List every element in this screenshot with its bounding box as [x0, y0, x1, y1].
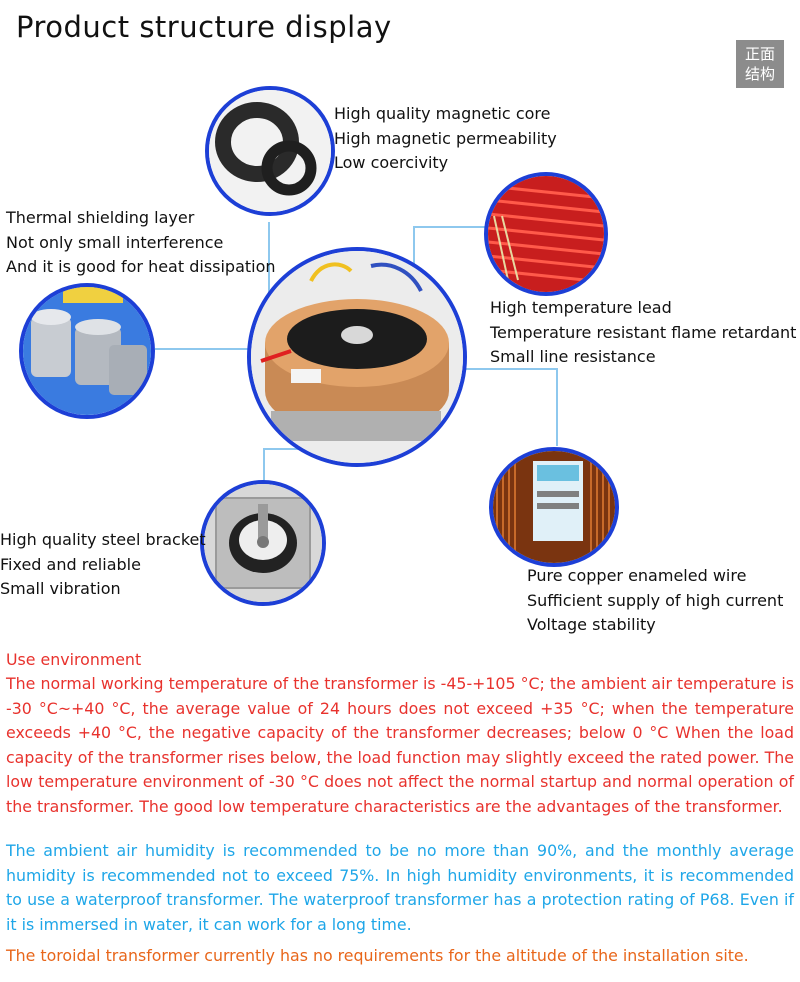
label-magnetic-core: High quality magnetic core High magnetic… [334, 104, 557, 172]
altitude-paragraph: The toroidal transformer currently has n… [6, 946, 749, 965]
connector-wire-h [432, 368, 557, 370]
label-high-temperature-lead: High temperature lead Temperature resist… [490, 298, 797, 366]
copper-wire-image [489, 447, 619, 567]
label-steel-bracket: High quality steel bracket Fixed and rel… [0, 530, 206, 598]
connector-lead-v [413, 226, 415, 286]
magnetic-core-image [205, 86, 335, 216]
connector-shield [155, 348, 275, 350]
connector-bracket-v [263, 448, 265, 488]
badge-line-1: 正面 [744, 45, 775, 63]
lead-wire-image [484, 172, 608, 296]
humidity-paragraph: The ambient air humidity is recommended … [6, 841, 794, 934]
steel-bracket-image [200, 480, 326, 606]
temperature-paragraph: The normal working temperature of the tr… [6, 674, 794, 816]
badge-line-2: 结构 [744, 65, 775, 83]
connector-wire-v [556, 368, 558, 446]
label-copper-wire: Pure copper enameled wire Sufficient sup… [527, 566, 784, 634]
toroidal-transformer-image [247, 247, 467, 467]
environment-heading: Use environment [6, 650, 142, 669]
shielding-layer-image [19, 283, 155, 419]
label-thermal-shielding: Thermal shielding layer Not only small i… [6, 208, 276, 276]
front-structure-badge: 正面 结构 [736, 40, 784, 88]
page-title: Product structure display [16, 10, 392, 44]
connector-lead-h [413, 226, 493, 228]
connector-core [268, 222, 270, 327]
